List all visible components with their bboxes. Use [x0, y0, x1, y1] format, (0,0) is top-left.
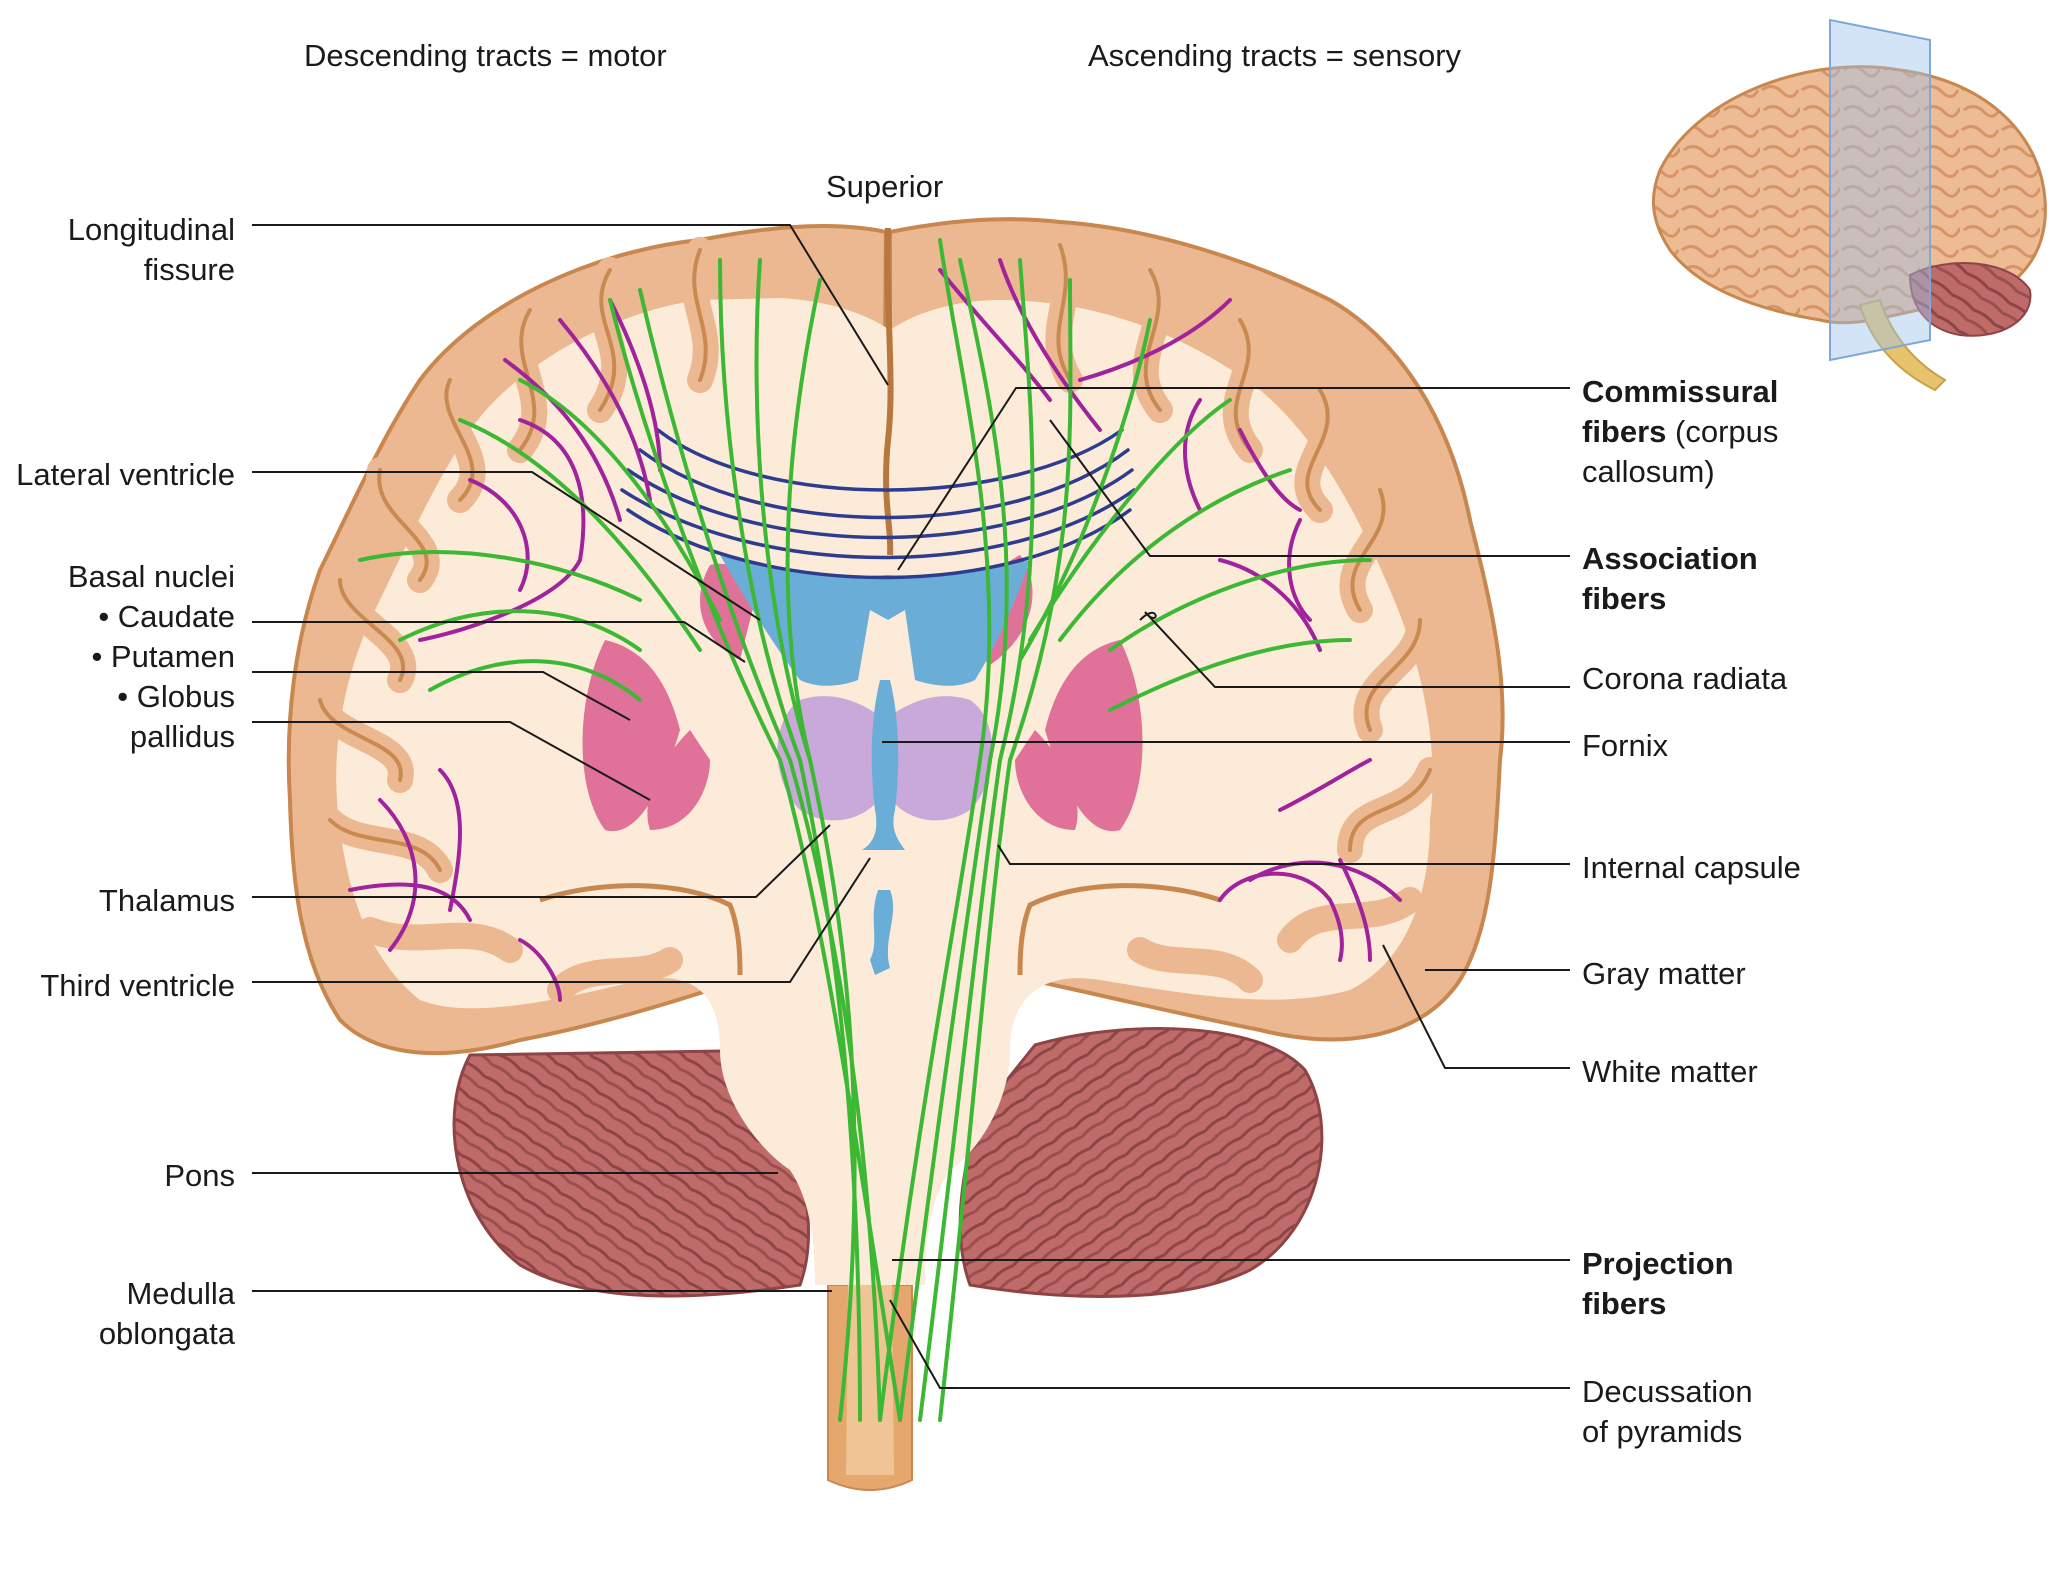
fornix-shape	[862, 680, 905, 850]
longitudinal-fissure-label: Longitudinal fissure	[67, 212, 235, 287]
lateral-ventricle-shape	[720, 555, 1030, 686]
inset-cerebellum	[1908, 262, 2032, 337]
lateral-ventricle-label: Lateral ventricle	[16, 457, 235, 492]
lateral-sulcus-right	[1017, 883, 1221, 976]
pons-label: Pons	[164, 1158, 235, 1193]
corona-radiata-label: Corona radiata	[1582, 661, 1788, 696]
internal-capsule-label: Internal capsule	[1582, 850, 1801, 885]
white-matter-label: White matter	[1582, 1054, 1758, 1089]
commissural-fibers	[620, 428, 1136, 580]
cerebellum-right	[958, 1027, 1324, 1298]
longitudinal-fissure	[883, 227, 894, 556]
globus-pallidus-left	[647, 730, 710, 830]
decussation-of-pyramids-label: Decussation of pyramids	[1582, 1374, 1753, 1449]
cerebellum	[452, 1027, 1324, 1298]
association-fibers-label: Association fibers	[1582, 541, 1758, 616]
superior-label: Superior	[826, 169, 944, 204]
ascending-tracts-label: Ascending tracts = sensory	[1088, 38, 1462, 73]
medulla-oblongata-label: Medulla oblongata	[98, 1276, 235, 1351]
basal-nuclei-label: Basal nuclei • Caudate • Putamen • Globu…	[67, 559, 235, 754]
third-ventricle-label: Third ventricle	[40, 968, 235, 1003]
association-fibers	[348, 258, 1402, 1002]
commissural-fibers-label: Commissural fibers (corpus callosum)	[1582, 374, 1779, 489]
projection-fibers-label: Projection fibers	[1582, 1246, 1734, 1321]
gray-matter-label: Gray matter	[1582, 956, 1746, 991]
inset-section-plane	[1829, 18, 1931, 362]
third-ventricle-shape	[870, 890, 894, 975]
projection-fibers	[358, 238, 1372, 1422]
thalamus-label: Thalamus	[98, 883, 235, 918]
leader-lines	[252, 224, 1570, 1389]
fornix-label: Fornix	[1582, 728, 1669, 763]
descending-tracts-label: Descending tracts = motor	[304, 38, 667, 73]
globus-pallidus-right	[1015, 730, 1078, 830]
inset-brain	[1651, 18, 2047, 392]
ventricles	[720, 555, 1030, 975]
